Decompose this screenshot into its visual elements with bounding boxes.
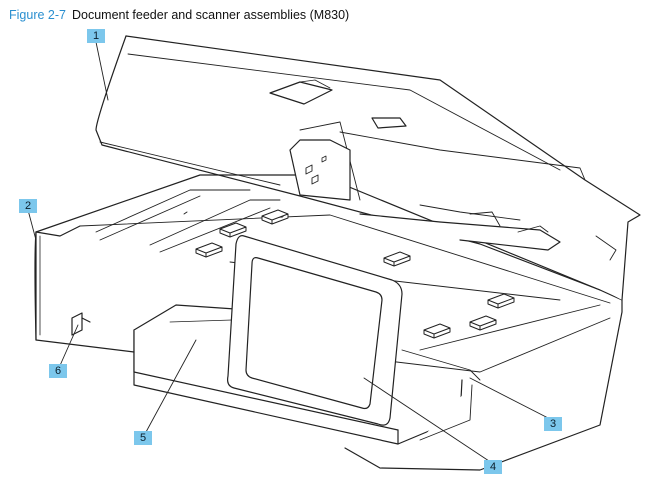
control-panel [227,235,481,426]
figure-number: Figure 2-7 [9,8,66,22]
callout-2: 2 [19,199,37,213]
leader-5 [145,339,197,433]
leader-1 [95,41,109,101]
callout-3: 3 [544,417,562,431]
leader-3 [469,377,553,421]
document-feeder [95,35,641,301]
callout-1: 1 [87,29,105,43]
callout-6: 6 [49,364,67,378]
figure-title: Document feeder and scanner assemblies (… [71,8,350,22]
leader-6 [57,324,79,371]
callout-5: 5 [134,431,152,445]
leader-4 [363,377,493,464]
figure-caption: Figure 2-7 Document feeder and scanner as… [9,8,349,22]
leader-2 [27,209,37,241]
leader-lines [27,41,553,464]
power-switch [71,312,91,336]
callout-4: 4 [484,460,502,474]
